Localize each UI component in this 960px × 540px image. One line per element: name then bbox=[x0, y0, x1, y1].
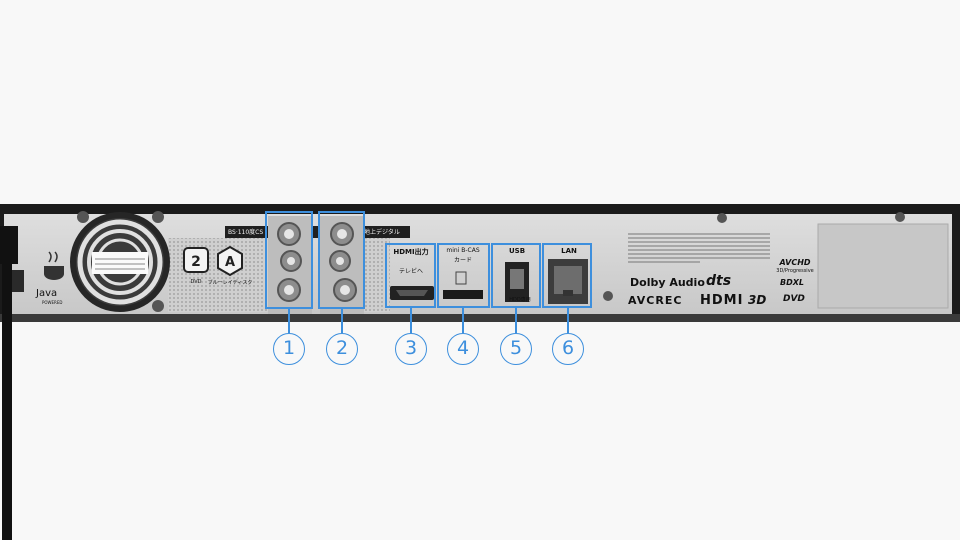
card-label: カード bbox=[453, 257, 473, 264]
recorder-rear-panel: 2 A bbox=[0, 204, 960, 322]
svg-text:2: 2 bbox=[191, 254, 201, 270]
callout-box-2 bbox=[318, 211, 365, 309]
java-powered-text: POWERED bbox=[42, 300, 63, 305]
dts-logo: dts bbox=[706, 273, 732, 289]
callout-box-4 bbox=[437, 243, 490, 308]
avchd-sub-logo: 3D/Progressive bbox=[776, 268, 814, 274]
3d-logo: 3D bbox=[748, 293, 767, 307]
callout-leader-6 bbox=[567, 308, 569, 333]
callout-leader-3 bbox=[410, 308, 412, 333]
to-tv-label: テレビへ bbox=[398, 268, 424, 275]
lan-label: LAN bbox=[561, 247, 577, 255]
callout-number-2: 2 bbox=[326, 333, 358, 365]
callout-number-4: 4 bbox=[447, 333, 479, 365]
minib-cas-label: mini B-CAS bbox=[446, 247, 480, 254]
power-cord bbox=[0, 226, 18, 540]
terrestrial-label: 地上デジタル bbox=[364, 229, 400, 236]
callout-number-5: 5 bbox=[500, 333, 532, 365]
hdd-use-label: HDD専用 bbox=[509, 297, 531, 303]
avcrec-logo: AVCREC bbox=[628, 294, 683, 307]
callout-box-5 bbox=[491, 243, 541, 308]
java-logo-text: Java bbox=[36, 288, 58, 299]
callout-leader-2 bbox=[341, 309, 343, 333]
bdxl-logo: BDXL bbox=[780, 278, 805, 287]
callout-number-1: 1 bbox=[273, 333, 305, 365]
callout-leader-4 bbox=[462, 308, 464, 333]
hdmi-out-label: HDMI出力 bbox=[393, 248, 429, 256]
hdmi-logo: HDMI bbox=[700, 293, 744, 308]
avchd-logo: AVCHD bbox=[779, 258, 811, 267]
dolby-audio-logo: Dolby Audio bbox=[630, 276, 705, 289]
callout-box-6 bbox=[542, 243, 592, 308]
callout-number-6: 6 bbox=[552, 333, 584, 365]
bs-cs-label: BS·110度CS bbox=[228, 229, 264, 236]
callout-box-3 bbox=[385, 243, 436, 308]
callout-leader-1 bbox=[288, 309, 290, 333]
callout-leader-5 bbox=[515, 308, 517, 333]
usb-label: USB bbox=[508, 247, 526, 255]
callout-number-3: 3 bbox=[395, 333, 427, 365]
bluray-region-label: ブルーレイディスク bbox=[207, 280, 253, 286]
dvd-region-label: DVD bbox=[190, 279, 202, 285]
dvd-logo: DVD bbox=[783, 294, 805, 304]
svg-text:A: A bbox=[225, 255, 235, 270]
callout-box-1 bbox=[265, 211, 313, 309]
